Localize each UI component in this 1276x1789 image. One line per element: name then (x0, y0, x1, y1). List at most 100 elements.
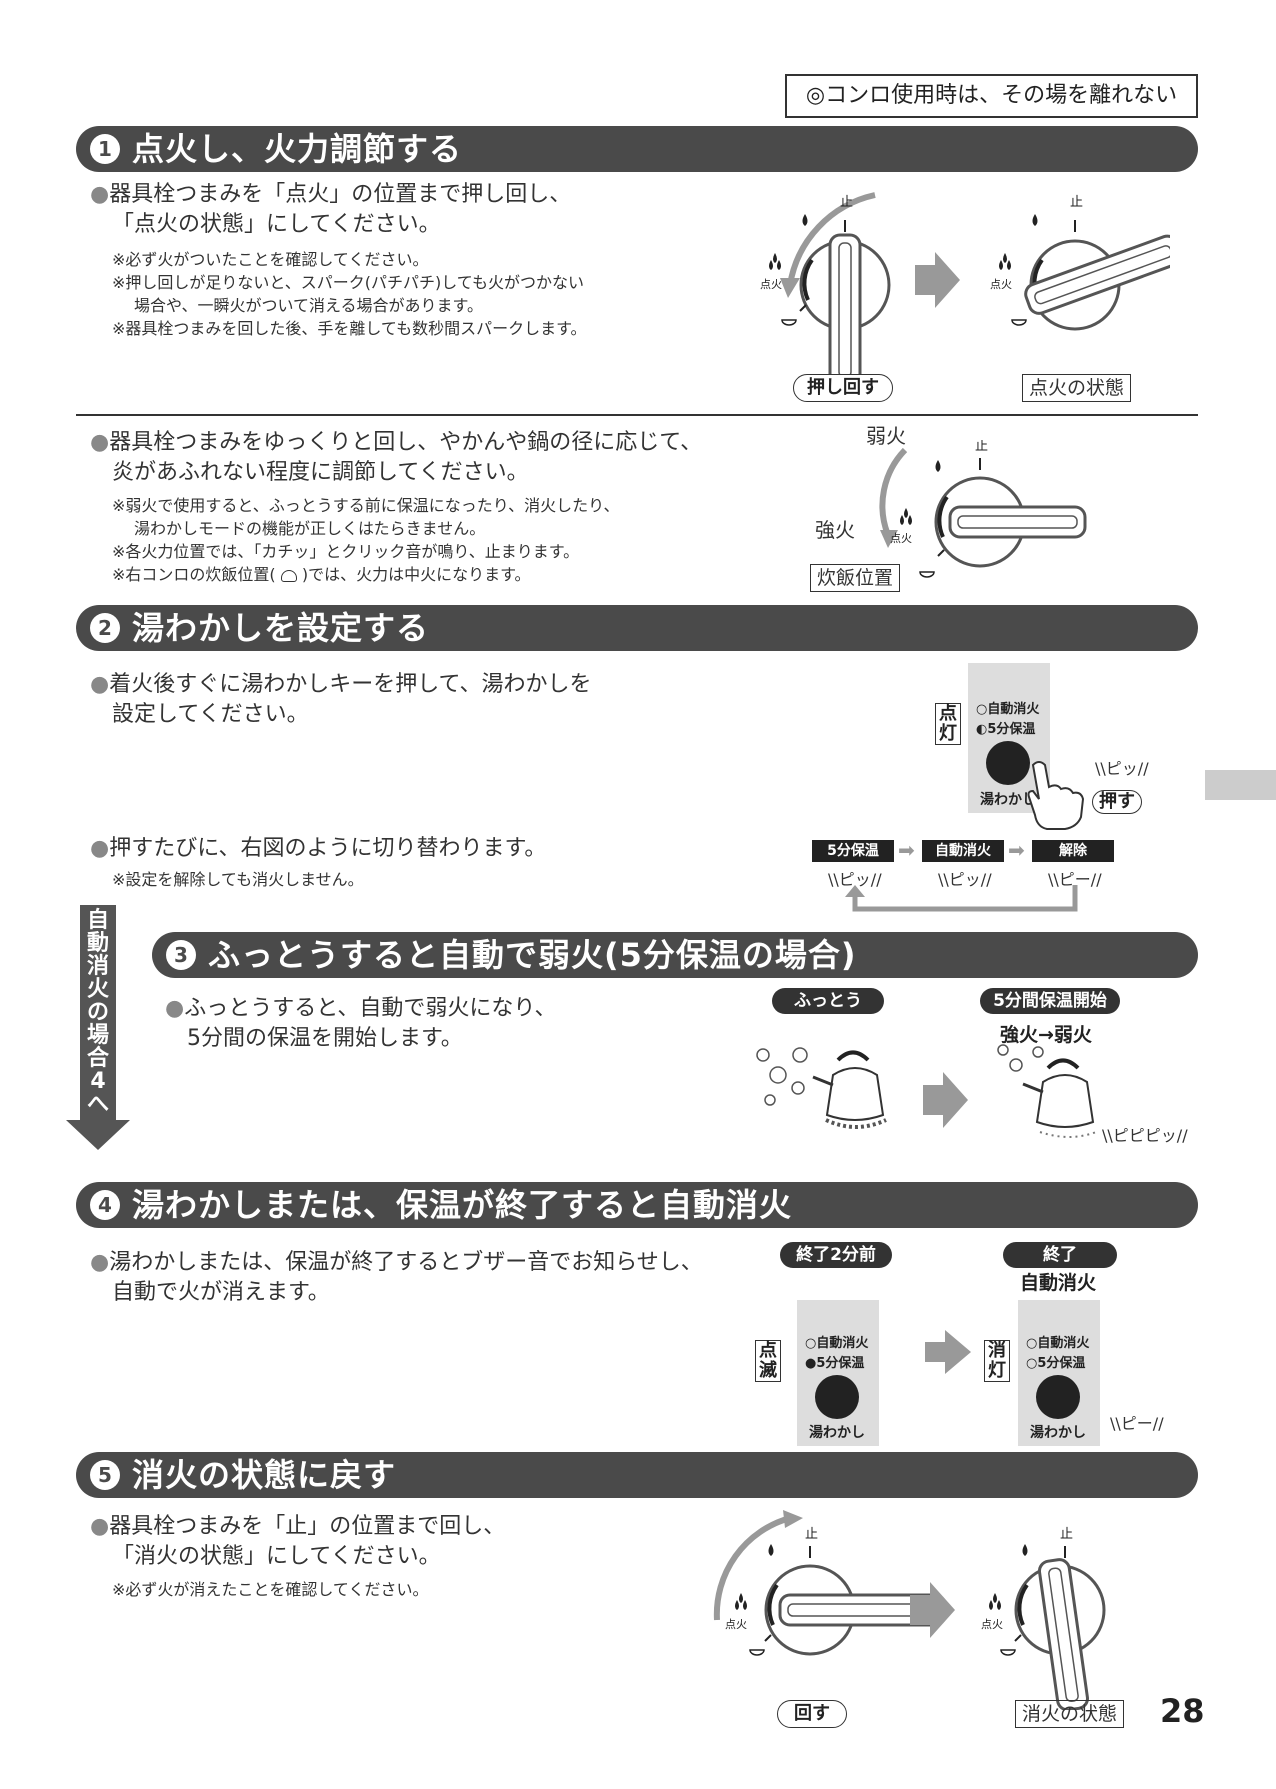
control-panel: ○自動消火 ●5分保温 湯わかし (797, 1300, 879, 1446)
beep-text: \\ピッ// (1095, 759, 1149, 778)
knob-stop-label: 止 (840, 195, 853, 210)
flame-large-icon (735, 1593, 747, 1610)
rice-pot-icon (280, 569, 297, 582)
knob-ignite-label: 点火 (725, 1618, 747, 1631)
strong-to-weak-label: 強火→弱火 (1000, 1024, 1092, 1046)
end-pill: 終了 (1003, 1242, 1117, 1268)
steam-icon (997, 1044, 1044, 1072)
cycle-release: 解除 (1032, 840, 1114, 862)
kettle-button[interactable] (815, 1375, 859, 1419)
indicator-auto-off: ○自動消火 (1026, 1336, 1090, 1351)
rice-pot-icon (781, 319, 797, 326)
knob-ignite-label: 点火 (981, 1618, 1003, 1631)
section-4-header: 4 湯わかしまたは、保温が終了すると自動消火 (76, 1182, 1198, 1228)
strong-flame-label: 強火 (815, 518, 855, 542)
flame-small-icon (768, 1544, 774, 1556)
note: 湯わかしモードの機能が正しくはたらきません。 (134, 519, 486, 538)
kettle-button[interactable] (1036, 1375, 1080, 1419)
instruction-line: ●器具栓つまみを「点火」の位置まで押し回し、 (90, 182, 572, 207)
push-tag: 押す (1092, 790, 1142, 814)
note: ※設定を解除しても消火しません。 (112, 870, 364, 889)
knob-stop-label: 止 (1070, 195, 1083, 210)
knob-diagram-adjust: 止 点火 (879, 440, 1087, 578)
section-number: 1 (90, 134, 120, 164)
note: ※押し回しが足りないと、スパーク(パチパチ)しても火がつかない (112, 273, 584, 292)
divider (76, 414, 1198, 416)
off-state-label: 消火の状態 (1015, 1700, 1125, 1728)
flame-small-icon (802, 214, 808, 226)
page-number: 28 (1160, 1692, 1205, 1730)
rice-position-label: 炊飯位置 (810, 564, 901, 592)
blink-label: 点滅 (755, 1340, 781, 1382)
boil-pill: ふっとう (772, 988, 884, 1014)
rice-pot-icon (1011, 319, 1027, 326)
section-number: 5 (90, 1460, 120, 1490)
cycle-5min-keep: 5分保温 (812, 840, 894, 862)
section-side-tab (1205, 770, 1276, 800)
instruction-line: 「消火の状態」にしてください。 (112, 1544, 441, 1569)
unlit-label: 消灯 (984, 1340, 1010, 1382)
beep-text: \\ピッ// (828, 870, 882, 889)
rice-pot-icon (749, 1649, 765, 1656)
kettle-icon (812, 1050, 887, 1129)
pressing-hand-icon (1027, 761, 1085, 830)
section-number: 2 (90, 613, 120, 643)
weak-flame-label: 弱火 (866, 424, 906, 448)
flame-large-icon (900, 508, 912, 525)
section-1-header: 1 点火し、火力調節する (76, 126, 1198, 172)
instruction-line: 「点火の状態」にしてください。 (112, 212, 441, 237)
flame-small-icon (935, 460, 941, 472)
instruction-line: 自動で火が消えます。 (112, 1280, 330, 1305)
cycle-auto-off: 自動消火 (922, 840, 1004, 862)
steam-icon (756, 1047, 808, 1106)
knob-stop-label: 止 (975, 440, 988, 454)
instruction-line: ●着火後すぐに湯わかしキーを押して、湯わかしを (90, 672, 592, 697)
flame-small-icon (1022, 1544, 1028, 1556)
keep-warm-start-pill: 5分間保温開始 (980, 988, 1120, 1014)
beep-text: \\ピッ// (938, 870, 992, 889)
kettle-button-label: 湯わかし (809, 1425, 865, 1441)
control-panel: ○自動消火 ○5分保温 湯わかし (1018, 1300, 1100, 1446)
instruction-line: 5分間の保温を開始します。 (187, 1026, 463, 1051)
ignited-state-label: 点火の状態 (1022, 374, 1132, 402)
instruction-line: 設定してください。 (112, 702, 309, 727)
knob-diagram-off: 止 点火 止 点火 (713, 1510, 1106, 1710)
section-2-header: 2 湯わかしを設定する (76, 605, 1198, 651)
flame-small-icon (1032, 214, 1038, 226)
kettle-button[interactable] (986, 741, 1030, 785)
indicator-auto-off: ○自動消火 (976, 702, 1040, 717)
safety-warning-box: ◎コンロ使用時は、その場を離れない (785, 74, 1198, 118)
indicator-5min-keep: ○5分保温 (1026, 1356, 1086, 1371)
arrow-right-icon: ➡ (898, 838, 915, 862)
instruction-line: ●湯わかしまたは、保温が終了するとブザー音でお知らせし、 (90, 1250, 703, 1275)
kettle-button-label: 湯わかし (1030, 1425, 1086, 1441)
knob-diagram-ignite: 止 点火 止 点火 (760, 192, 1170, 387)
kettle-boil-illustration (756, 1044, 1097, 1138)
instruction-line: ●器具栓つまみをゆっくりと回し、やかんや鍋の径に応じて、 (90, 430, 703, 455)
flame-large-icon (999, 253, 1011, 270)
turn-tag: 回す (777, 1700, 847, 1728)
arrow-down-icon (66, 1120, 130, 1150)
beep-text: \\ピー// (1110, 1414, 1164, 1433)
section-title: 点火し、火力調節する (132, 130, 463, 168)
section-title: 消火の状態に戻す (132, 1456, 397, 1494)
push-turn-tag: 押し回す (793, 374, 893, 402)
indicator-5min-keep: ◐5分保温 (976, 722, 1036, 737)
arrow-right-icon (923, 1072, 968, 1128)
section-number: 4 (90, 1190, 120, 1220)
knob-stop-label: 止 (805, 1527, 818, 1542)
knob-ignite-label: 点火 (760, 278, 782, 291)
instruction-line: 炎があふれない程度に調節してください。 (112, 460, 529, 485)
section-3-header: 3 ふっとうすると自動で弱火(5分保温の場合) (152, 932, 1198, 978)
knob-ignite-label: 点火 (890, 532, 912, 545)
section-title: 湯わかしを設定する (132, 609, 430, 647)
note: ※必ず火がついたことを確認してください。 (112, 250, 429, 269)
arrow-right-icon (910, 1582, 955, 1638)
knob-stop-label: 止 (1060, 1527, 1073, 1542)
note: ※必ず火が消えたことを確認してください。 (112, 1580, 429, 1599)
knob-ignite-label: 点火 (990, 278, 1012, 291)
lit-label: 点灯 (935, 703, 961, 745)
kettle-button-label: 湯わかし (980, 792, 1036, 808)
section-title: 湯わかしまたは、保温が終了すると自動消火 (132, 1186, 793, 1224)
